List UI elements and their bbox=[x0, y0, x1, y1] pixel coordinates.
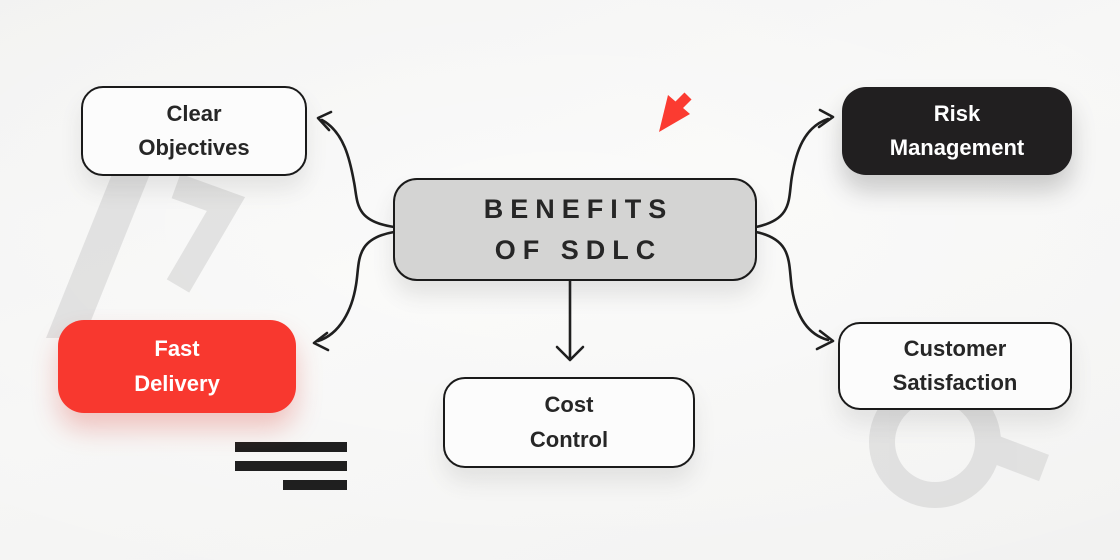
center-node-benefits-of-sdlc: BENEFITS OF SDLC bbox=[393, 178, 757, 281]
node-risk-management-line1: Risk bbox=[933, 100, 981, 126]
node-customer-satisfaction-line1: Customer bbox=[903, 335, 1007, 361]
node-fast-delivery-line2: Delivery bbox=[134, 370, 220, 396]
node-cost-control-line2: Control bbox=[529, 426, 609, 452]
node-clear-objectives-line1: Clear bbox=[166, 100, 222, 126]
connector-center-to-cost-control bbox=[555, 279, 585, 362]
connector-center-to-customer-satisfaction bbox=[754, 230, 835, 351]
node-risk-management: Risk Management bbox=[842, 87, 1072, 175]
node-clear-objectives: Clear Objectives bbox=[81, 86, 307, 176]
node-cost-control: Cost Control bbox=[443, 377, 695, 468]
connector-center-to-risk-management bbox=[754, 108, 835, 229]
connector-center-to-clear-objectives bbox=[316, 110, 396, 229]
center-node-line1: BENEFITS bbox=[483, 194, 674, 224]
node-risk-management-line2: Management bbox=[889, 135, 1025, 160]
fast-forward-watermark-icon bbox=[46, 173, 246, 338]
red-cursor-icon bbox=[659, 92, 692, 132]
node-customer-satisfaction: Customer Satisfaction bbox=[838, 322, 1072, 410]
connector-center-to-fast-delivery bbox=[312, 230, 396, 352]
node-clear-objectives-line2: Objectives bbox=[138, 135, 250, 160]
node-fast-delivery: Fast Delivery bbox=[58, 320, 296, 413]
center-node-line2: OF SDLC bbox=[494, 234, 663, 265]
node-fast-delivery-line1: Fast bbox=[154, 336, 200, 362]
node-cost-control-line1: Cost bbox=[544, 392, 594, 418]
node-customer-satisfaction-line2: Satisfaction bbox=[892, 370, 1018, 395]
menu-lines-icon bbox=[235, 442, 347, 490]
